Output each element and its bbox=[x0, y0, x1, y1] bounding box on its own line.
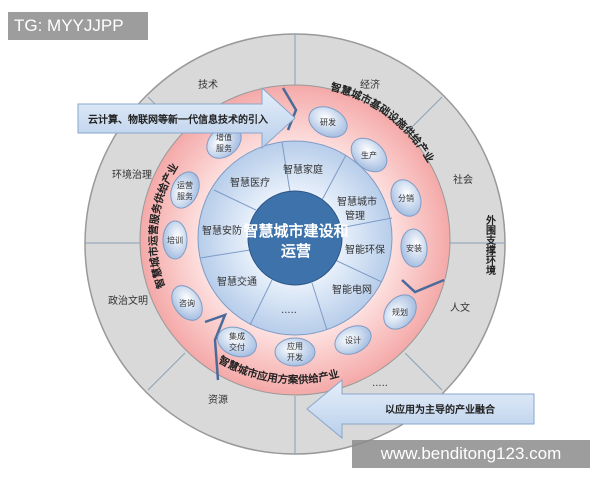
label-technology: 技术 bbox=[198, 78, 218, 91]
svg-text:生产: 生产 bbox=[361, 150, 377, 160]
ellipse-rnd: 研发 bbox=[308, 106, 348, 138]
ellipse-design: 设计 bbox=[334, 325, 372, 355]
svg-text:研发: 研发 bbox=[320, 117, 336, 127]
svg-text:安装: 安装 bbox=[406, 243, 422, 253]
svg-text:咨询: 咨询 bbox=[179, 298, 195, 308]
ellipse-production: 生产 bbox=[350, 137, 388, 173]
segment-smart-security: 智慧安防 bbox=[202, 224, 242, 237]
core-title-line2: 运营 bbox=[281, 242, 311, 260]
svg-text:应用: 应用 bbox=[287, 341, 303, 351]
svg-text:设计: 设计 bbox=[345, 335, 361, 345]
svg-text:培训: 培训 bbox=[167, 235, 183, 245]
label-resources: 资源 bbox=[208, 393, 228, 406]
core-title-line1: 智慧城市建设和 bbox=[243, 222, 348, 240]
segment-smart-environment: 智能环保 bbox=[345, 243, 385, 256]
segment-more: ..... bbox=[281, 305, 297, 316]
segment-smart-home: 智慧家庭 bbox=[283, 163, 323, 176]
outer-environment-title: 外围支撑环境 bbox=[484, 214, 497, 276]
svg-text:分销: 分销 bbox=[398, 193, 414, 203]
svg-text:服务: 服务 bbox=[177, 191, 193, 201]
segment-smart-city-mgmt-1: 智慧城市 bbox=[337, 195, 377, 208]
ellipse-planning: 规划 bbox=[383, 294, 417, 330]
svg-text:集成: 集成 bbox=[229, 331, 245, 341]
svg-text:交付: 交付 bbox=[229, 342, 245, 352]
label-political-civilization: 政治文明 bbox=[108, 294, 148, 307]
arrow-bottom: 以应用为主导的产业融合 bbox=[306, 378, 535, 440]
ellipse-installation: 安装 bbox=[400, 228, 428, 268]
svg-text:服务: 服务 bbox=[216, 143, 232, 153]
segment-smart-traffic: 智慧交通 bbox=[217, 275, 257, 288]
ellipse-operation-service: 运营服务 bbox=[170, 171, 200, 209]
label-environment-governance: 环境治理 bbox=[112, 168, 152, 181]
svg-text:增值: 增值 bbox=[216, 132, 232, 142]
svg-text:运营: 运营 bbox=[177, 180, 193, 190]
outer-labels: 技术 经济 环境治理 社会 政治文明 人文 资源 ..... bbox=[108, 78, 473, 406]
arrow-top: 云计算、物联网等新一代信息技术的引入 bbox=[77, 86, 296, 150]
watermark-bottom-right: www.benditong123.com bbox=[352, 440, 590, 468]
ring-dividers bbox=[204, 87, 445, 381]
arrow-bottom-text: 以应用为主导的产业融合 bbox=[385, 403, 496, 416]
label-humanities: 人文 bbox=[450, 301, 470, 314]
segment-smart-city-mgmt-2: 管理 bbox=[345, 209, 365, 222]
segment-dividers bbox=[199, 141, 393, 331]
outer-dividers bbox=[85, 34, 505, 454]
svg-text:规划: 规划 bbox=[392, 307, 408, 317]
segment-smart-grid: 智能电网 bbox=[332, 283, 372, 296]
watermark-top-left: TG: MYYJJPP bbox=[8, 12, 148, 40]
ellipse-consulting: 咨询 bbox=[171, 285, 203, 321]
ellipse-training: 培训 bbox=[162, 220, 188, 260]
ellipse-distribution: 分销 bbox=[390, 179, 422, 217]
label-society: 社会 bbox=[453, 173, 473, 186]
arrow-top-text: 云计算、物联网等新一代信息技术的引入 bbox=[88, 113, 268, 126]
core-circle bbox=[247, 190, 343, 286]
label-economy: 经济 bbox=[360, 78, 380, 91]
label-more: ..... bbox=[372, 378, 388, 389]
inner-segment-labels: 智慧家庭 智慧医疗 智慧城市 管理 智慧安防 智能环保 智慧交通 智能电网 ..… bbox=[202, 163, 385, 316]
svg-text:开发: 开发 bbox=[287, 352, 303, 362]
segment-smart-healthcare: 智慧医疗 bbox=[230, 176, 270, 189]
